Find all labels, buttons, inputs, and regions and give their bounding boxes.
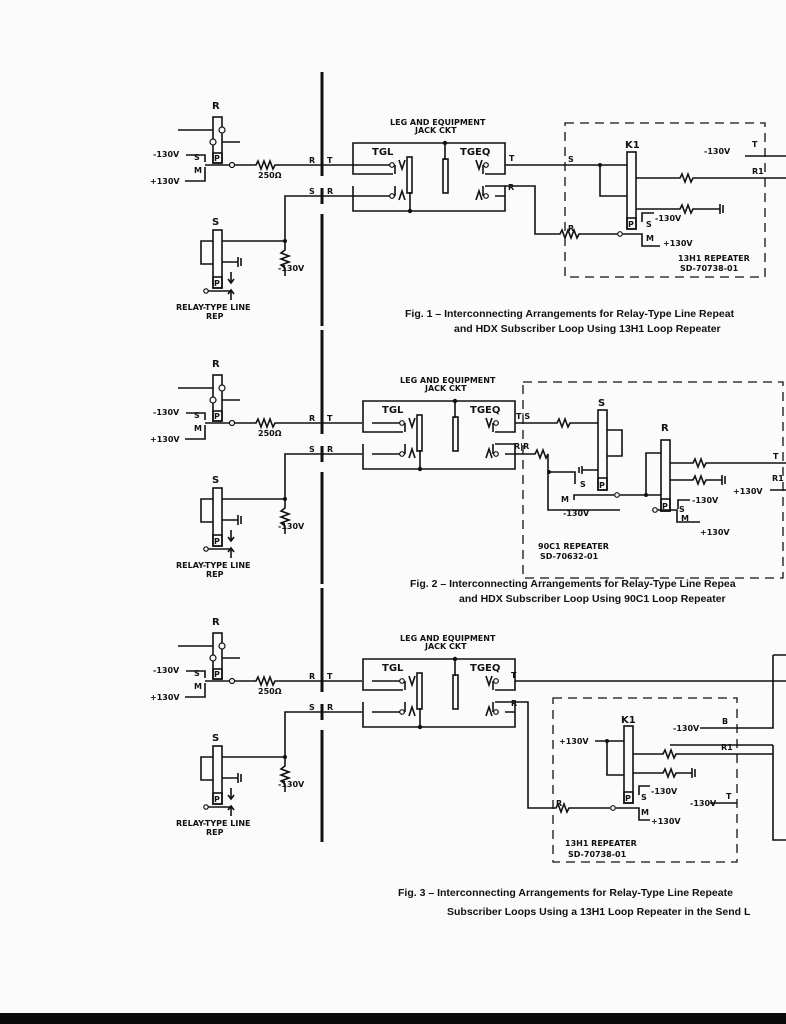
relay-s-label: S (212, 217, 219, 228)
fig2-m-contact-r: M (681, 514, 689, 523)
fig3-caption-2: Subscriber Loops Using a 13H1 Loop Repea… (447, 906, 751, 918)
fig1-13h1-repeater-box (564, 122, 766, 278)
fig3-s-contact: S (641, 793, 647, 802)
fig2-r1: R1 (772, 474, 784, 483)
fig1-t-out: T (752, 140, 758, 149)
fig2-caption-2: and HDX Subscriber Loop Using 90C1 Loop … (459, 593, 726, 605)
fig1-caption-2: and HDX Subscriber Loop Using 13H1 Loop … (454, 323, 721, 335)
fig3-plus-130v-m: +130V (651, 817, 681, 826)
bar-s-label: S (309, 187, 315, 196)
fig2-ts-label: T|S (516, 412, 530, 421)
m-contact-label: M (194, 166, 202, 175)
minus-130v-label: -130V (153, 150, 180, 159)
bar-r2-label: R (327, 187, 333, 196)
relay-r-p-box (212, 152, 223, 164)
bar-t-label: T (327, 156, 333, 165)
fig2-relay-r-coil (660, 439, 671, 512)
figure-1: R P -130V S +130V M 250Ω S P -130V RELAY… (150, 72, 786, 335)
scan-edge-band (0, 1013, 786, 1024)
fig3-plus-130v-top: +130V (559, 737, 589, 746)
fig1-s-label: S (568, 155, 574, 164)
fig1-r-inner-label: R (568, 224, 574, 233)
fig2-t-out: T (773, 452, 779, 461)
figure-2: T|S R|R S P S M -130V R P T R1 +130V -13… (148, 328, 786, 605)
fig2-p-r: P (662, 502, 668, 511)
fig1-m-contact: M (646, 234, 654, 243)
fig2-minus-130v-m: -130V (563, 509, 590, 518)
fig3-repeater-name: 13H1 REPEATER (565, 839, 637, 848)
fig2-p-s: P (599, 481, 605, 490)
plus-130v-label: +130V (150, 177, 180, 186)
fig3-caption: Fig. 3 – Interconnecting Arrangements fo… (398, 887, 733, 899)
fig1-repeater-sd: SD-70738-01 (680, 264, 739, 273)
fig3-t-label: T (511, 671, 517, 680)
relay-type-line-repeater: R P -130V S +130V M 250Ω S P -130V RELAY… (150, 72, 362, 326)
tgeq-label: TGEQ (460, 147, 490, 158)
fig1-repeater-name: 13H1 REPEATER (678, 254, 750, 263)
fig3-m-contact: M (641, 808, 649, 817)
fig3-minus-130v-b: -130V (673, 724, 700, 733)
fig1-plus-130v: +130V (663, 239, 693, 248)
fig1-r-label: R (508, 183, 514, 192)
fig3-b: B (722, 717, 728, 726)
s-contact-label: S (194, 153, 200, 162)
fig1-p: P (628, 220, 634, 229)
line-resistor (235, 158, 362, 172)
fig2-90c1-repeater-box (522, 381, 784, 579)
fig2-plus-130v-m: +130V (700, 528, 730, 537)
fig2-relay-r-label: R (661, 423, 669, 434)
fig3-jack (362, 633, 516, 731)
fig2-m-contact: M (561, 495, 569, 504)
fig1-t-label: T (509, 154, 515, 163)
fig2-relay-s-label: S (598, 398, 605, 409)
fig3-t-out: T (726, 792, 732, 801)
fig2-s-contact-r: S (679, 505, 685, 514)
fig1-s-contact: S (646, 220, 652, 229)
tgl-plug[interactable] (406, 156, 413, 194)
relay-rep-name-2: REP (206, 312, 224, 321)
fig3-minus-130v-s: -130V (651, 787, 678, 796)
figure-3: T R K1 P -130V B +130V R1 -130V S -130V … (148, 586, 786, 918)
fig1-minus-130v: -130V (655, 214, 682, 223)
fig2-minus-130v-s: -130V (692, 496, 719, 505)
fig1-k1-label: K1 (625, 140, 640, 151)
tgeq-plug[interactable] (442, 158, 449, 194)
relay-rep-name: RELAY-TYPE LINE (176, 303, 251, 312)
fig3-r-inner: R (556, 799, 562, 808)
fig2-jack (362, 375, 516, 473)
jack-title: LEG AND EQUIPMENT (390, 118, 486, 127)
fig3-relay-rep (148, 586, 364, 844)
fig3-r-label: R (511, 699, 517, 708)
tgl-label: TGL (372, 147, 394, 158)
fig2-repeater-sd: SD-70632-01 (540, 552, 599, 561)
bias-minus-130v: -130V (278, 264, 305, 273)
fig2-rr-label: R|R (514, 442, 529, 451)
fig3-13h1-repeater-box (552, 697, 738, 863)
fig3-minus-130v-t: -130V (690, 799, 717, 808)
fig2-relay-rep (148, 328, 364, 586)
fig1-minus-130v-t: -130V (704, 147, 731, 156)
fig2-caption: Fig. 2 – Interconnecting Arrangements fo… (410, 578, 736, 590)
relay-r-label: R (212, 101, 220, 112)
fig3-k1-label: K1 (621, 715, 636, 726)
leg-equipment-jack-ckt: LEG AND EQUIPMENT JACK CKT TGL TGEQ (352, 118, 506, 214)
fig1-r1: R1 (752, 167, 764, 176)
jack-title-2: JACK CKT (414, 126, 457, 135)
relay-s-p-label: P (214, 279, 220, 288)
resistor-value: 250Ω (258, 171, 282, 180)
relay-r-p-label: P (214, 154, 220, 163)
fig3-p: P (625, 794, 631, 803)
bar-r-label: R (309, 156, 315, 165)
fig3-repeater-sd: SD-70738-01 (568, 850, 627, 859)
fig2-plus-130v-r1: +130V (733, 487, 763, 496)
fig1-caption: Fig. 1 – Interconnecting Arrangements fo… (405, 308, 735, 320)
fig3-r1: R1 (721, 743, 733, 752)
fig2-s-contact: S (580, 480, 586, 489)
fig2-repeater-name: 90C1 REPEATER (538, 542, 609, 551)
